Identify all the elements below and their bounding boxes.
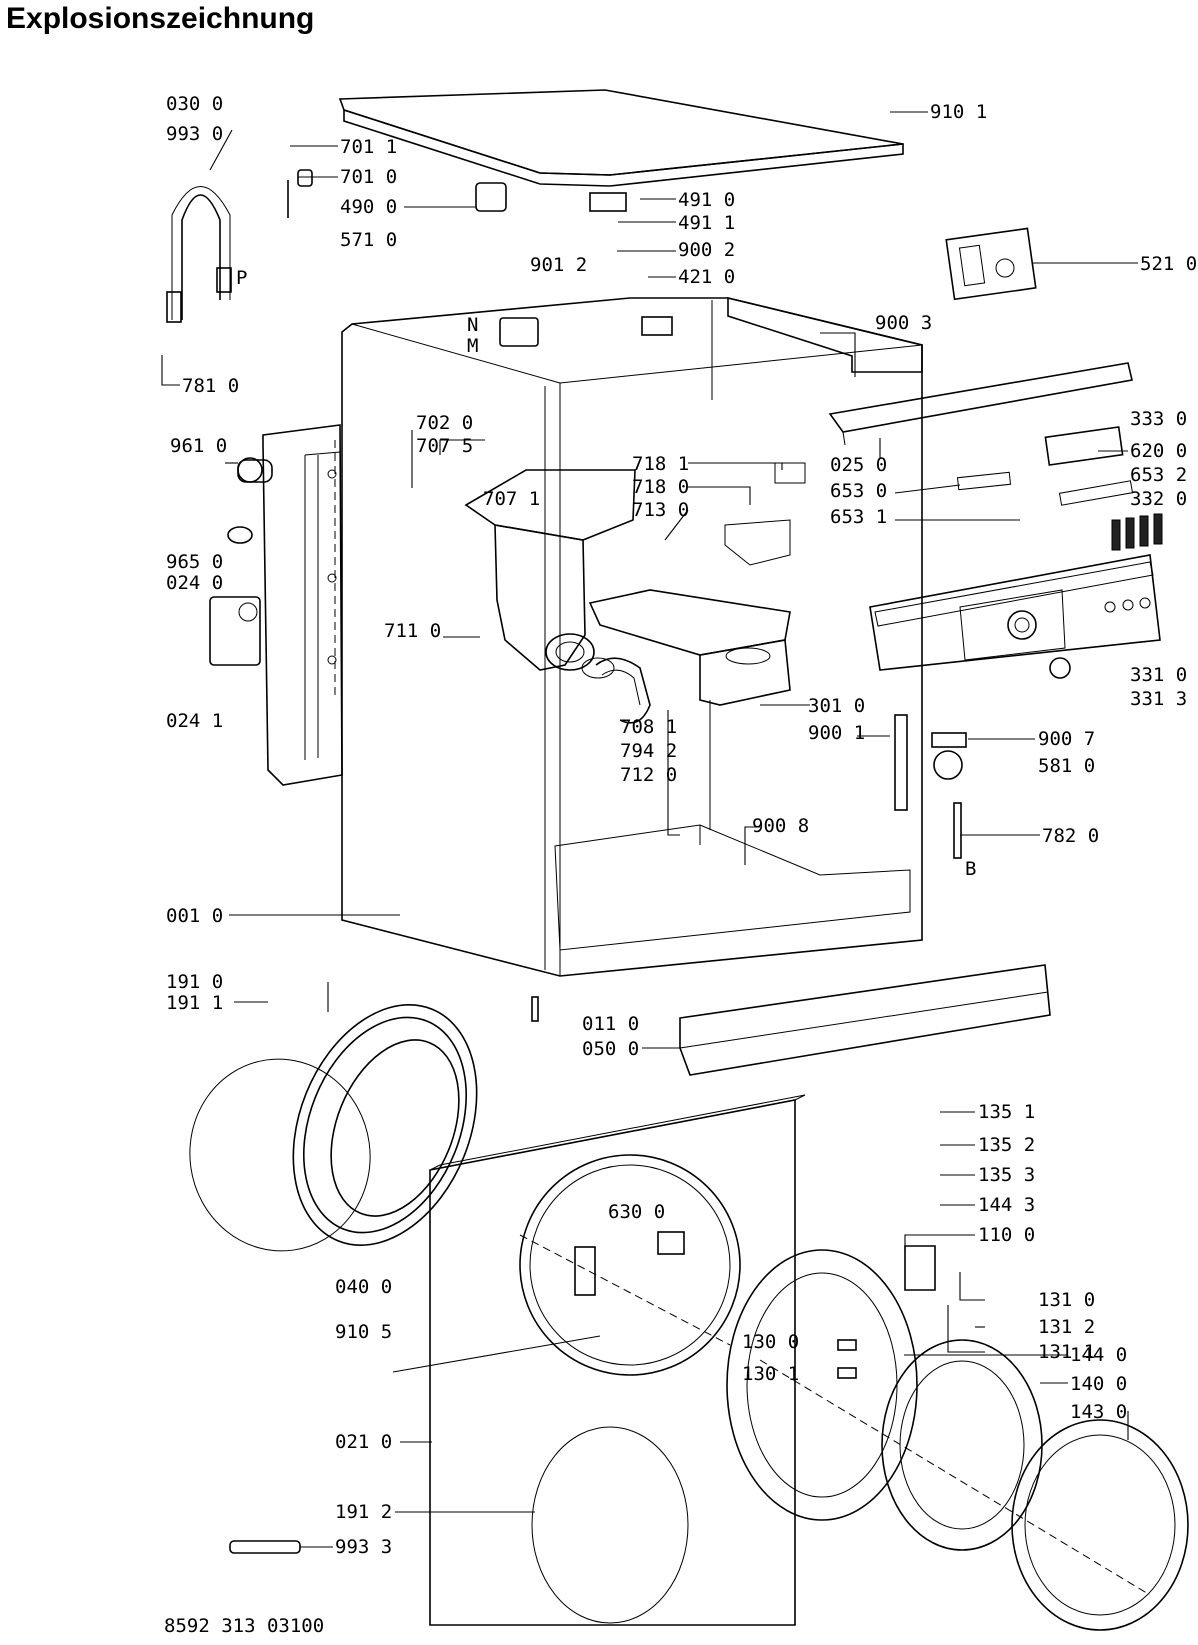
part-label: 130 0 (742, 1331, 799, 1353)
part-label: 490 0 (340, 196, 397, 218)
part-label: 718 0 (632, 476, 689, 498)
part-label: 191 1 (166, 992, 223, 1014)
part-label: 571 0 (340, 229, 397, 251)
part-label: 421 0 (678, 266, 735, 288)
part-label: 040 0 (335, 1276, 392, 1298)
part-label: N (467, 314, 478, 336)
part-label: 900 3 (875, 312, 932, 334)
drawing-number: 8592 313 03100 (164, 1615, 324, 1637)
part-label: 708 1 (620, 716, 677, 738)
part-label: 011 0 (582, 1013, 639, 1035)
part-label: 130 1 (742, 1363, 799, 1385)
part-label: 050 0 (582, 1038, 639, 1060)
part-label: 707 1 (483, 488, 540, 510)
page-title: Explosionszeichnung (6, 2, 315, 35)
part-label: 581 0 (1038, 755, 1095, 777)
part-label: 701 0 (340, 166, 397, 188)
part-label: 701 1 (340, 136, 397, 158)
part-label: 653 0 (830, 480, 887, 502)
part-label: 794 2 (620, 740, 677, 762)
part-label: 900 7 (1038, 728, 1095, 750)
part-label: 024 1 (166, 710, 223, 732)
part-label: 781 0 (182, 375, 239, 397)
part-label: 521 0 (1140, 253, 1197, 275)
part-label: 110 0 (978, 1224, 1035, 1246)
part-label: 131 0 (1038, 1289, 1095, 1311)
part-label: 713 0 (632, 499, 689, 521)
part-label: 021 0 (335, 1431, 392, 1453)
part-label: 711 0 (384, 620, 441, 642)
small-parts (209, 169, 1071, 1554)
part-label: 702 0 (416, 412, 473, 434)
part-label: 135 1 (978, 1101, 1035, 1123)
part-label: 965 0 (166, 551, 223, 573)
part-label: 301 0 (808, 695, 865, 717)
top-bracket-rail (727, 296, 923, 373)
part-label: M (467, 335, 478, 357)
detergent-drawer (588, 462, 806, 706)
part-label: 993 0 (166, 123, 223, 145)
part-label: 901 2 (530, 254, 587, 276)
part-label: 025 0 (830, 454, 887, 476)
part-label: 144 3 (978, 1194, 1035, 1216)
part-label: 910 1 (930, 101, 987, 123)
part-label: 620 0 (1130, 440, 1187, 462)
part-label: 910 5 (335, 1321, 392, 1343)
part-label: 024 0 (166, 572, 223, 594)
part-label: 131 2 (1038, 1316, 1095, 1338)
leader-lines (161, 111, 1138, 1548)
part-label: 900 1 (808, 722, 865, 744)
part-label: 131 1 (1038, 1341, 1095, 1363)
part-label: P (236, 267, 247, 289)
part-label: 333 0 (1130, 408, 1187, 430)
part-label: 144 0 (1070, 1344, 1127, 1366)
part-label: 993 3 (335, 1536, 392, 1558)
part-label: 001 0 (166, 905, 223, 927)
cabinet (338, 89, 923, 977)
part-label: 331 3 (1130, 688, 1187, 710)
part-label: 653 1 (830, 506, 887, 528)
plinth (679, 964, 1051, 1076)
part-label: B (965, 858, 976, 880)
control-panel-frame (828, 362, 1133, 446)
drain-bellows (581, 657, 651, 724)
part-label: 712 0 (620, 764, 677, 786)
front-panel (429, 1094, 806, 1626)
part-label: 491 0 (678, 189, 735, 211)
part-label: 961 0 (170, 435, 227, 457)
part-label: 707 5 (416, 435, 473, 457)
part-labels: 030 0 993 0 701 1 701 0 490 0 571 0 491 … (164, 93, 1197, 1637)
part-label: 030 0 (166, 93, 223, 115)
part-label: 135 3 (978, 1164, 1035, 1186)
part-label: 900 2 (678, 239, 735, 261)
part-label: 140 0 (1070, 1373, 1127, 1395)
door-seal (189, 1004, 478, 1252)
part-label: 143 0 (1070, 1401, 1127, 1423)
part-label: 135 2 (978, 1134, 1035, 1156)
part-label: 332 0 (1130, 488, 1187, 510)
part-label: 191 0 (166, 971, 223, 993)
control-panel-fascia (869, 554, 1161, 671)
part-label: 491 1 (678, 212, 735, 234)
detergent-dispenser-housing (464, 469, 636, 671)
part-label: 653 2 (1130, 464, 1187, 486)
back-panel (262, 424, 343, 786)
door-assembly (726, 1249, 1189, 1631)
part-label: 718 1 (632, 453, 689, 475)
part-label: 331 0 (1130, 664, 1187, 686)
control-electronics (945, 227, 1163, 551)
part-label: 782 0 (1042, 825, 1099, 847)
part-label: 191 2 (335, 1501, 392, 1523)
inlet-hose (166, 186, 232, 323)
part-label: 900 8 (752, 815, 809, 837)
part-label: 630 0 (608, 1201, 665, 1223)
